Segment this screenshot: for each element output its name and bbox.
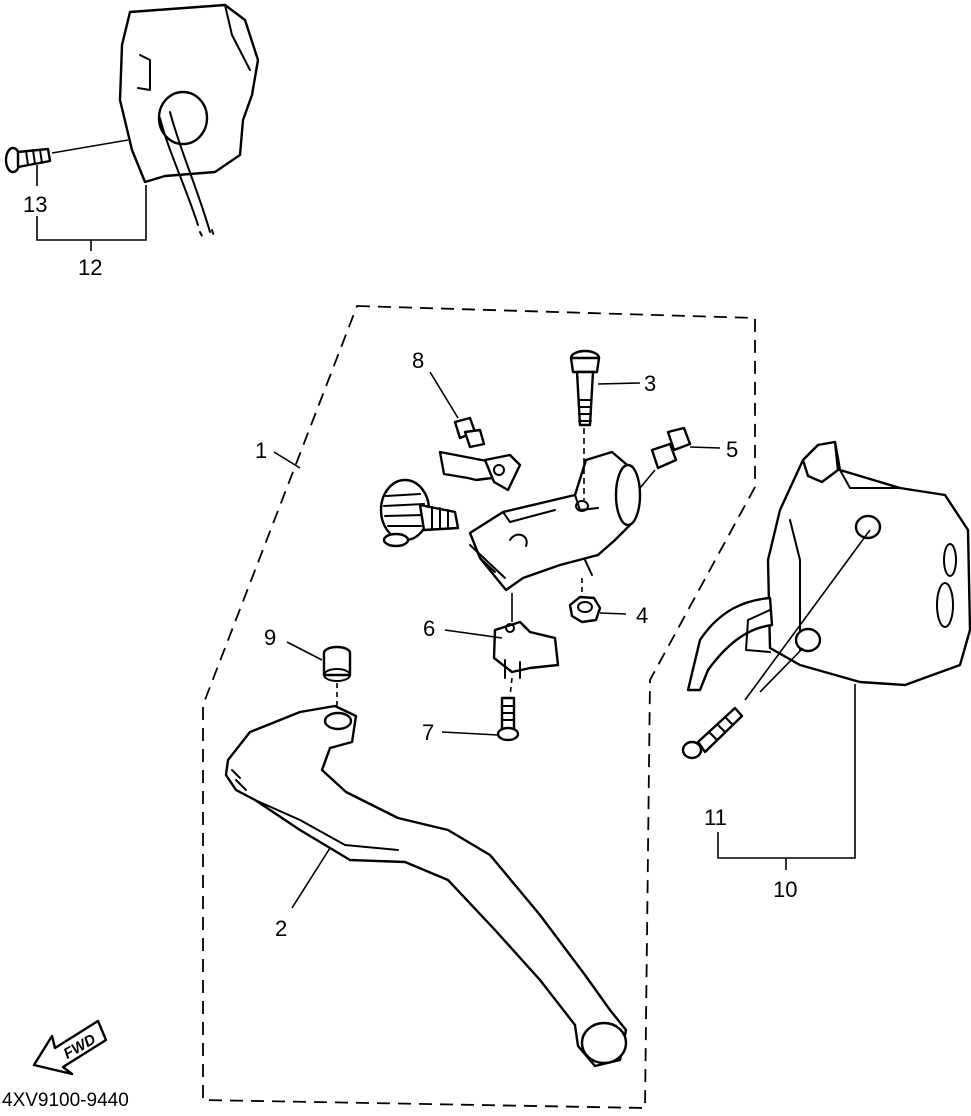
callout-9: 9 <box>264 625 276 650</box>
screw-11 <box>681 706 744 760</box>
left-handlebar-switch <box>118 3 260 237</box>
drawing-code: 4XV9100-9440 <box>2 1090 129 1111</box>
callout-6: 6 <box>423 616 435 641</box>
screw-13 <box>4 146 52 174</box>
callout-12: 12 <box>78 255 102 280</box>
screw-5 <box>650 426 692 470</box>
callout-8: 8 <box>412 348 424 373</box>
pivot-bolt-3 <box>569 349 601 427</box>
nut-4 <box>568 595 602 624</box>
callout-5: 5 <box>726 437 738 462</box>
screw-7 <box>496 696 520 742</box>
callout-4: 4 <box>636 603 648 628</box>
lever-holder <box>468 450 642 592</box>
right-handlebar-switch <box>686 440 971 692</box>
callout-13: 13 <box>23 192 47 217</box>
callout-7: 7 <box>422 720 434 745</box>
screw-8 <box>453 416 486 449</box>
callout-3: 3 <box>644 371 656 396</box>
callout-11: 11 <box>704 805 727 830</box>
fwd-arrow-icon <box>32 1019 108 1076</box>
adjuster-knob <box>379 478 460 548</box>
lever-2 <box>224 704 628 1068</box>
callout-1: 1 <box>255 438 267 463</box>
lever-assembly-boundary <box>202 305 756 1109</box>
callout-2: 2 <box>275 916 287 941</box>
collar-9 <box>322 645 352 682</box>
switch-bracket <box>438 450 522 492</box>
brake-switch-6 <box>492 620 560 679</box>
callout-10: 10 <box>773 877 797 902</box>
